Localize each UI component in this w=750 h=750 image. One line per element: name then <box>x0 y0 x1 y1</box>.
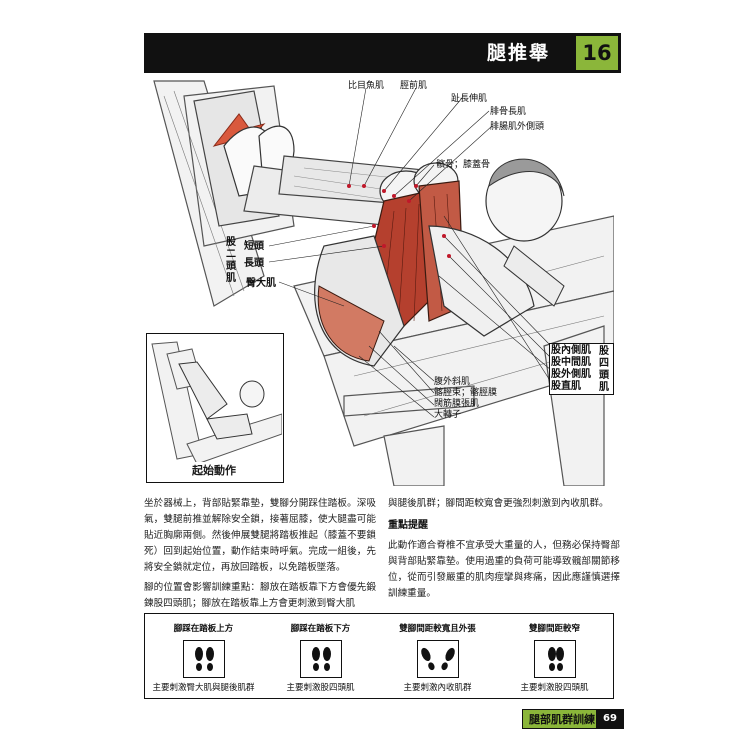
label-peroneus-longus: 腓骨長肌 <box>490 107 527 117</box>
label-vastus-medialis: 股內側肌 <box>551 345 591 356</box>
leg-press-drawing <box>153 80 614 486</box>
label-long-head: 長頭 <box>244 258 264 269</box>
page-title: 腿推舉 <box>487 42 551 64</box>
foot-position-title: 腳踩在踏板下方 <box>290 624 351 634</box>
tips-paragraph: 此動作適合脊椎不宜承受大重量的人，但務必保持臀部與背部貼緊靠墊。使用過重的負荷可… <box>388 540 620 599</box>
footprint-icon <box>417 640 459 678</box>
instructions-right-column: 與腿後肌群；腳間距較寬會更強烈刺激到內收肌群。 重點提醒 此動作適合脊椎不宜承受… <box>388 496 620 606</box>
instructions-paragraph: 坐於器械上，背部貼緊靠墊，雙腳分開踩住踏板。深吸氣，雙腿前推並解除安全鎖，接著屈… <box>144 498 376 573</box>
foot-position-title: 腳踩在踏板上方 <box>173 624 234 634</box>
foot-position-narrow: 雙腳間距較窄 主要刺激股四頭肌 <box>496 614 613 700</box>
foot-position-caption: 主要刺激內收肌群 <box>403 683 472 693</box>
foot-position-title: 雙腳間距較寬且外張 <box>399 624 476 634</box>
foot-position-caption: 主要刺激股四頭肌 <box>520 683 589 693</box>
foot-position-title: 雙腳間距較窄 <box>528 624 580 634</box>
label-tensor-fasciae-latae: 闊筋膜張肌 <box>434 399 480 409</box>
footprint-icon <box>534 640 576 678</box>
quadriceps-label-box <box>549 343 614 395</box>
label-soleus: 比目魚肌 <box>348 81 385 91</box>
foot-position-paragraph: 腳的位置會影響訓練重點：腳放在踏板靠下方會優先鍛鍊股四頭肌；腳放在踏板靠上方會更… <box>144 582 376 609</box>
foot-position-low: 腳踩在踏板下方 主要刺激股四頭肌 <box>262 614 379 700</box>
label-gastrocnemius-lateral: 腓腸肌外側頭 <box>490 122 545 132</box>
instructions-left-column: 坐於器械上，背部貼緊靠墊，雙腳分開踩住踏板。深吸氣，雙腿前推並解除安全鎖，接著屈… <box>144 496 376 616</box>
label-greater-trochanter: 大轉子 <box>434 410 462 420</box>
label-short-head: 短頭 <box>244 241 264 252</box>
foot-position-caption: 主要刺激臀大肌與腿後肌群 <box>152 683 255 693</box>
footprint-icon <box>183 640 225 678</box>
label-vastus-lateralis: 股外側肌 <box>551 369 591 380</box>
page-number: 69 <box>596 709 624 729</box>
label-rectus-femoris: 股直肌 <box>551 381 581 392</box>
starting-position-label: 起始動作 <box>190 462 238 478</box>
label-external-oblique: 腹外斜肌 <box>434 377 471 387</box>
label-extensor-digitorum-longus: 趾長伸肌 <box>451 94 488 104</box>
label-quadriceps-group: 股四頭肌 <box>599 346 609 393</box>
foot-position-caption: 主要刺激股四頭肌 <box>286 683 355 693</box>
chapter-badge: 16 <box>573 33 621 73</box>
foot-position-high: 腳踩在踏板上方 主要刺激臀大肌與腿後肌群 <box>145 614 262 700</box>
leg-press-illustration <box>144 76 614 486</box>
label-iliotibial-band: 髂脛束；髂脛膜 <box>434 388 498 398</box>
label-biceps-femoris-group: 股二頭肌 <box>226 237 236 284</box>
tips-heading: 重點提醒 <box>388 520 428 531</box>
starting-position-inset <box>146 333 284 483</box>
foot-position-wide: 雙腳間距較寬且外張 主要刺激內收肌群 <box>379 614 496 700</box>
section-title: 腿部肌群訓練 <box>522 709 602 729</box>
label-tibialis-anterior: 脛前肌 <box>400 81 428 91</box>
label-gluteus-maximus: 臀大肌 <box>246 278 276 289</box>
label-patella: 髕骨；膝蓋骨 <box>436 160 491 170</box>
foot-position-panel: 腳踩在踏板上方 主要刺激臀大肌與腿後肌群 腳踩在踏板下方 主要刺激股四頭肌 雙腳… <box>144 613 614 699</box>
header-bar <box>144 33 621 73</box>
label-vastus-intermedius: 股中間肌 <box>551 357 591 368</box>
continuation-paragraph: 與腿後肌群；腳間距較寬會更強烈刺激到內收肌群。 <box>388 498 609 509</box>
footprint-icon <box>300 640 342 678</box>
starting-position-drawing <box>151 341 283 465</box>
